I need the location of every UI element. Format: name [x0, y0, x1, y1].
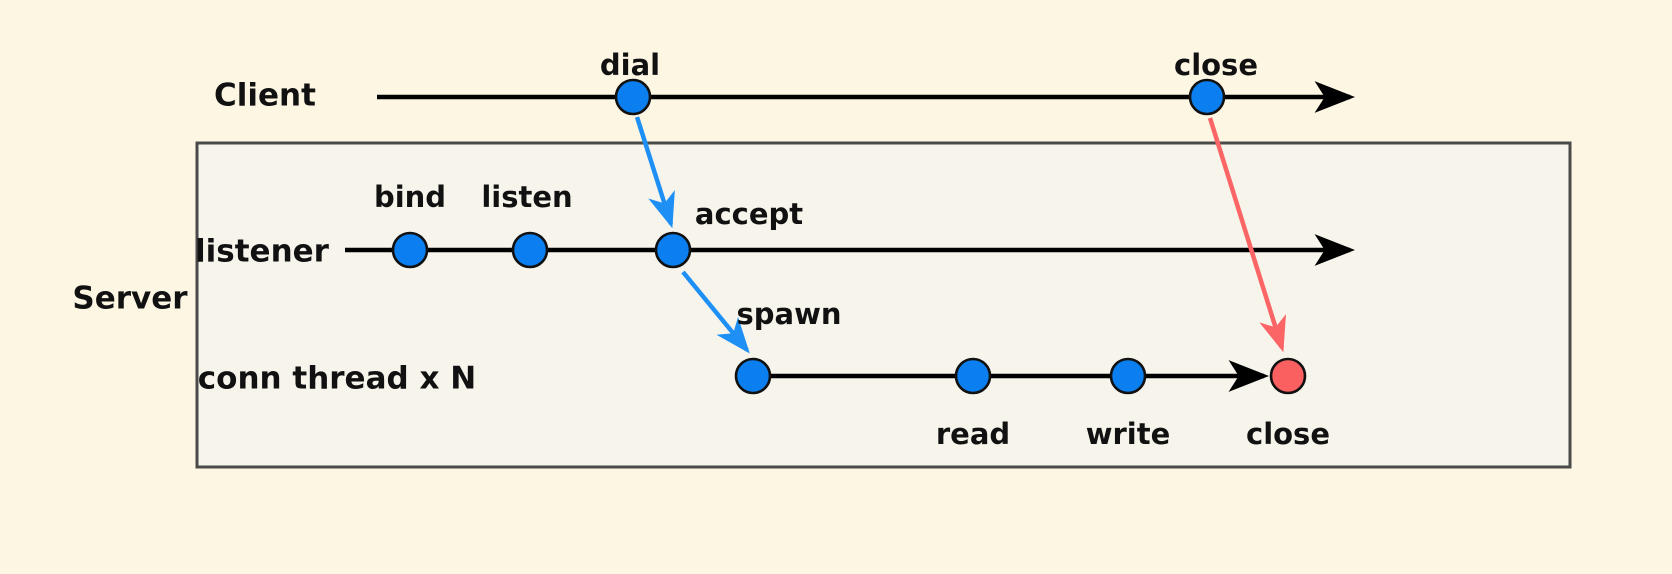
event-label-listen: listen [481, 180, 572, 214]
arrow-line-close-to-conn-close [1207, 117, 1287, 353]
event-label-dial: dial [600, 48, 660, 82]
event-label-accept: accept [695, 197, 803, 231]
lane-label-client: Client [214, 78, 316, 114]
event-label-bind: bind [374, 180, 446, 214]
event-node-listen[interactable] [511, 231, 549, 269]
arrow-line-spawn [681, 270, 750, 354]
event-node-client-close[interactable] [1188, 78, 1226, 116]
lane-listener: listener bind listen accept [195, 180, 1356, 270]
lane-conn-thread: conn thread x N read write close [198, 357, 1330, 451]
event-node-accept[interactable] [654, 231, 692, 269]
event-label-read: read [936, 417, 1010, 451]
lane-label-listener: listener [195, 234, 330, 270]
event-label-write: write [1086, 417, 1171, 451]
event-label-client-close: close [1174, 48, 1258, 82]
lane-client: Client dial close [214, 48, 1356, 116]
arrow-close-to-conn-close [1207, 117, 1287, 353]
arrow-dial-to-accept [634, 116, 675, 229]
event-node-dial[interactable] [614, 78, 652, 116]
server-group-label: Server [72, 281, 188, 317]
event-node-write[interactable] [1109, 357, 1147, 395]
arrow-line-dial-to-accept [634, 116, 675, 229]
event-node-spawn[interactable] [734, 357, 772, 395]
event-node-bind[interactable] [391, 231, 429, 269]
arrow-spawn: spawn [681, 270, 842, 354]
lane-label-conn-thread: conn thread x N [198, 361, 476, 397]
arrow-label-spawn: spawn [736, 297, 841, 331]
event-node-read[interactable] [954, 357, 992, 395]
event-node-conn-close[interactable] [1269, 357, 1307, 395]
event-label-conn-close: close [1246, 417, 1330, 451]
server-group-box [195, 141, 1572, 469]
